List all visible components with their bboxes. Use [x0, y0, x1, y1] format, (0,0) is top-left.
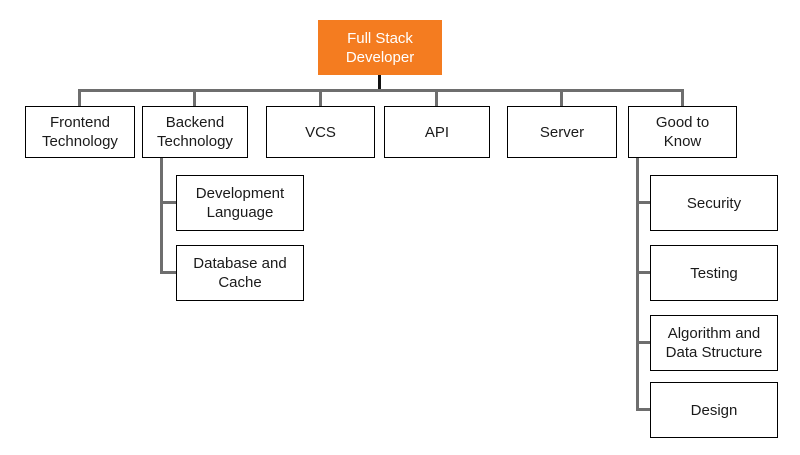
node-database-and-cache: Database and Cache [176, 245, 304, 301]
connector-drop-api [435, 89, 438, 106]
node-development-language: Development Language [176, 175, 304, 231]
connector-good-to-know-elbow-2 [636, 271, 652, 274]
connector-root-stub [378, 75, 381, 91]
node-good-to-know: Good to Know [628, 106, 737, 158]
node-testing: Testing [650, 245, 778, 301]
node-backend-technology: Backend Technology [142, 106, 248, 158]
node-server: Server [507, 106, 617, 158]
connector-good-to-know-elbow-4 [636, 408, 652, 411]
connector-good-to-know-elbow-3 [636, 341, 652, 344]
connector-good-to-know-elbow-1 [636, 201, 652, 204]
node-security: Security [650, 175, 778, 231]
node-vcs: VCS [266, 106, 375, 158]
node-design: Design [650, 382, 778, 438]
node-api: API [384, 106, 490, 158]
connector-backend-elbow-1 [160, 201, 178, 204]
connector-level1-horizontal [78, 89, 684, 92]
connector-drop-good-to-know [681, 89, 684, 106]
connector-drop-backend [193, 89, 196, 106]
connector-drop-frontend [78, 89, 81, 106]
node-full-stack-developer: Full Stack Developer [318, 20, 442, 75]
connector-good-to-know-trunk [636, 158, 639, 411]
node-frontend-technology: Frontend Technology [25, 106, 135, 158]
connector-backend-elbow-2 [160, 271, 178, 274]
node-algorithm-and-data-structure: Algorithm and Data Structure [650, 315, 778, 371]
connector-drop-server [560, 89, 563, 106]
connector-drop-vcs [319, 89, 322, 106]
connector-backend-trunk [160, 158, 163, 274]
